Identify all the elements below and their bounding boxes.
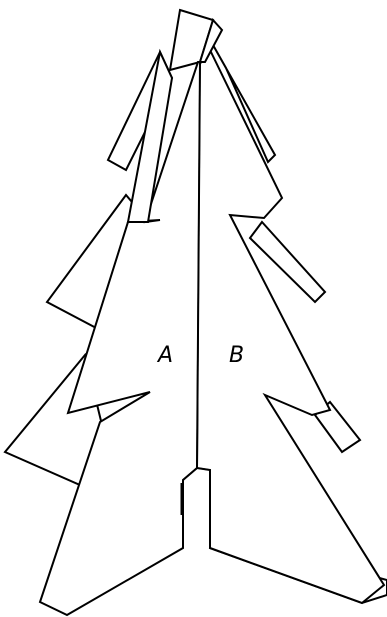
piece-b-branch-block-mid [248,220,327,304]
center-seam [196,61,201,469]
label-a: A [156,343,173,368]
label-b: B [229,343,244,368]
piece-a [3,8,224,617]
piece-b-face [195,48,386,605]
piece-b-branch-block-top [212,44,277,164]
piece-a-top-board-side [198,18,224,63]
base-slot [182,467,211,548]
piece-b [195,44,387,605]
piece-a-front-edge [126,48,174,223]
